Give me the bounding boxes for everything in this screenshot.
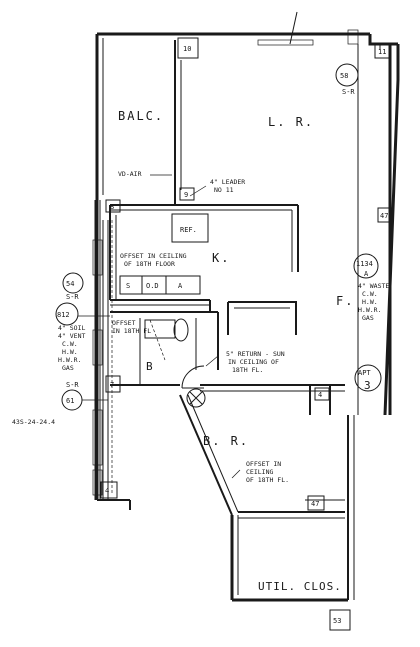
window-marks xyxy=(92,239,103,496)
note-soil-6: GAS xyxy=(62,364,74,372)
note-return-2: IN CEILING OF xyxy=(228,358,279,366)
svg-text:1134: 1134 xyxy=(356,260,373,268)
svg-text:APT: APT xyxy=(358,369,371,377)
svg-text:S-R: S-R xyxy=(66,293,79,301)
note-waste-4: H.W.R. xyxy=(358,306,381,314)
note-soil-4: H.W. xyxy=(62,348,78,356)
marker-1134: 1134 A xyxy=(353,253,379,279)
note-waste-3: H.W. xyxy=(362,298,378,306)
tag-9: 9 xyxy=(184,191,188,199)
tag-boxes xyxy=(100,37,393,631)
note-leader-2: NO 11 xyxy=(214,186,234,194)
tag-47: 47 xyxy=(380,212,388,220)
room-utility-closet: UTIL. CLOS. xyxy=(258,580,342,593)
tag-od: O.D xyxy=(146,282,159,290)
tag-47b: 47 xyxy=(311,500,319,508)
svg-text:61: 61 xyxy=(66,397,74,405)
room-bath: B xyxy=(146,360,154,373)
note-waste-5: GAS xyxy=(362,314,374,322)
svg-text:3: 3 xyxy=(364,379,372,392)
note-offset-kitchen-2: OF 18TH FLOOR xyxy=(124,260,175,268)
interior-walls xyxy=(102,204,345,519)
tag-ref: REF. xyxy=(180,226,197,234)
tag-53: 53 xyxy=(333,617,341,625)
door-swings xyxy=(149,319,206,408)
note-offset-bath-2: IN 18TH FL xyxy=(112,327,151,335)
svg-text:812: 812 xyxy=(57,311,70,319)
note-leader-1: 4" LEADER xyxy=(210,178,245,186)
note-waste-2: C.W. xyxy=(362,290,378,298)
note-waste-1: 4" WASTE xyxy=(358,282,389,290)
svg-text:58: 58 xyxy=(340,72,348,80)
note-return-3: 18TH FL. xyxy=(232,366,263,374)
svg-text:S-R: S-R xyxy=(342,88,355,96)
note-soil-5: H.W.R. xyxy=(58,356,81,364)
leader-lines xyxy=(78,174,241,479)
top-window xyxy=(257,29,359,46)
note-soil-3: C.W. xyxy=(62,340,78,348)
tag-8: 8 xyxy=(110,203,114,211)
tag-7: 7 xyxy=(110,381,114,389)
room-balcony: BALC. xyxy=(118,109,164,123)
note-dims: 43S-24-24.4 xyxy=(12,418,55,426)
note-vd-air: VD-AIR xyxy=(118,170,142,178)
room-foyer: F. xyxy=(336,294,354,308)
exterior-walls xyxy=(94,32,400,602)
svg-text:54: 54 xyxy=(66,280,74,288)
north-arrow xyxy=(289,11,298,45)
svg-text:A: A xyxy=(364,270,369,278)
marker-apt-3: APT 3 xyxy=(354,364,382,392)
marker-812: 812 xyxy=(55,302,79,326)
note-soil-2: 4" VENT xyxy=(58,332,85,340)
note-offset-bath-1: OFFSET xyxy=(112,319,136,327)
svg-text:S-R: S-R xyxy=(66,381,79,389)
note-offset-br-2: CEILING xyxy=(246,468,273,476)
tag-10: 10 xyxy=(183,45,191,53)
note-offset-br-1: OFFSET IN xyxy=(246,460,281,468)
tag-4: 4 xyxy=(105,487,109,495)
marker-61: 61 S-R xyxy=(61,381,83,411)
note-soil-1: 4" SOIL xyxy=(58,324,85,332)
tag-a: A xyxy=(178,282,183,290)
note-offset-kitchen-1: OFFSET IN CEILING xyxy=(120,252,187,260)
tag-4b: 4 xyxy=(318,391,322,399)
note-return-1: 5" RETURN - SUN xyxy=(226,350,285,358)
room-bedroom: B. R. xyxy=(203,434,249,448)
note-offset-br-3: OF 18TH FL. xyxy=(246,476,289,484)
tag-sink: S xyxy=(126,282,130,290)
tag-11: 11 xyxy=(378,48,386,56)
room-kitchen: K. xyxy=(212,251,230,265)
room-living: L. R. xyxy=(268,115,314,129)
marker-58: 58 S-R xyxy=(335,63,359,96)
marker-54: 54 S-R xyxy=(62,272,84,301)
